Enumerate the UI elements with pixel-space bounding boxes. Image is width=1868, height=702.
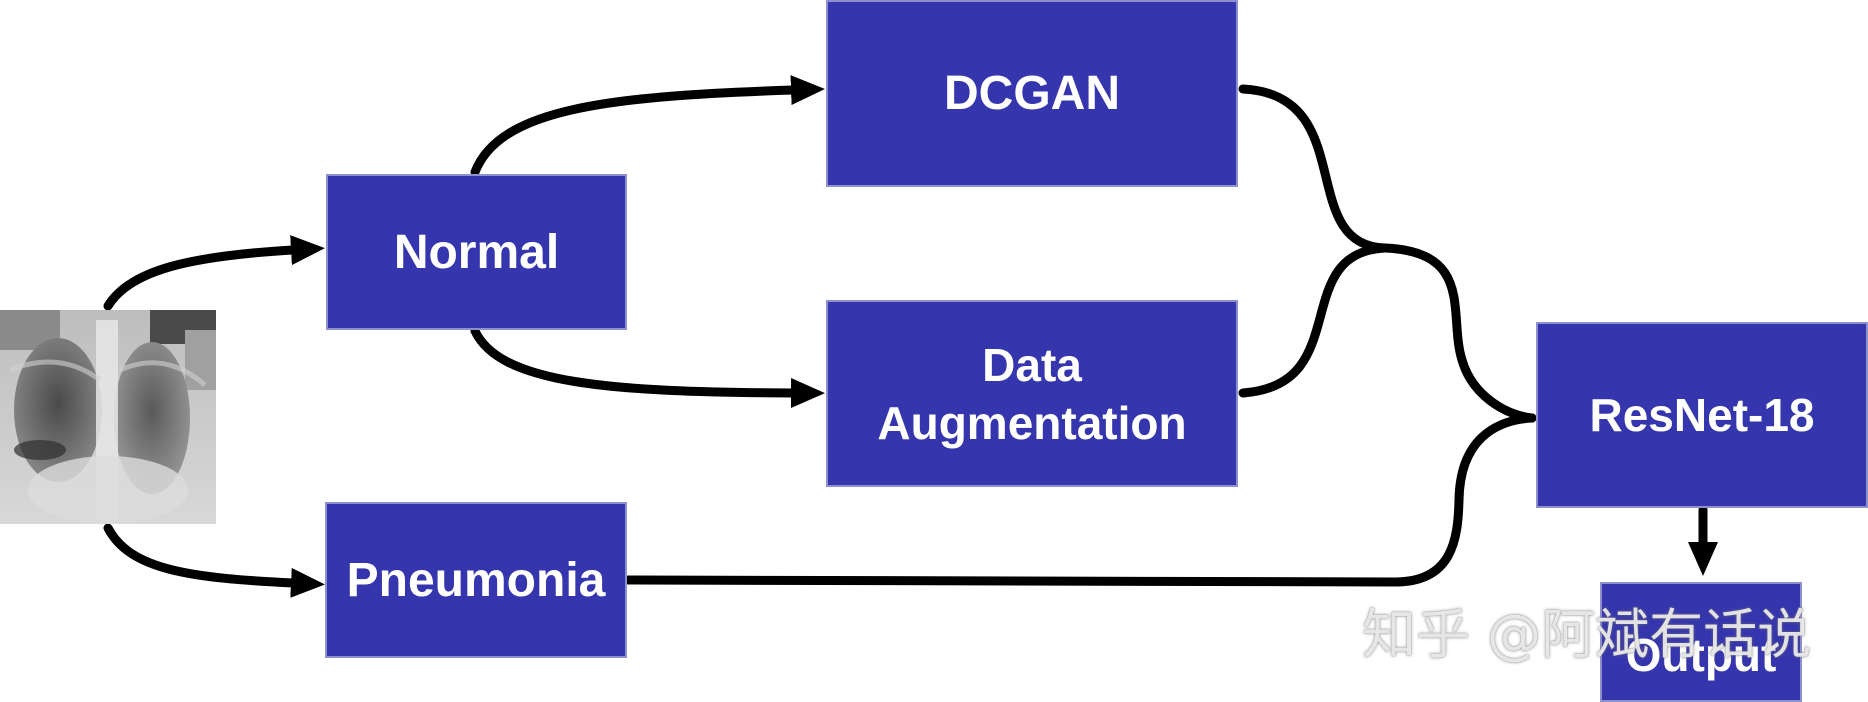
normal-label: Normal xyxy=(393,225,560,279)
data-augmentation-node: Data Augmentation xyxy=(826,300,1238,487)
chest-xray-icon xyxy=(0,310,216,524)
arrow-normal-to-dcgan xyxy=(470,75,825,177)
resnet-18-node: ResNet-18 xyxy=(1536,322,1868,508)
pneumonia-node: Pneumonia xyxy=(325,502,627,658)
output-node: Output xyxy=(1600,582,1802,702)
connector-pneumonia-to-resnet xyxy=(623,413,1537,587)
data-augmentation-label-line1: Data xyxy=(982,338,1082,391)
arrow-xray-to-pneumonia xyxy=(103,523,325,598)
connector-augmentation-to-merge xyxy=(1238,243,1390,398)
watermark-text: 知乎 @阿斌有话说 xyxy=(1362,603,1812,666)
arrow-xray-to-normal xyxy=(103,235,325,311)
output-label: Output xyxy=(1625,629,1777,681)
connector-merge-to-resnet xyxy=(1380,243,1537,423)
data-augmentation-label-line2: Augmentation xyxy=(877,396,1187,449)
connector-dcgan-to-merge xyxy=(1238,84,1390,253)
chest-xray-image xyxy=(0,310,216,524)
normal-node: Normal xyxy=(326,174,627,330)
resnet-18-label: ResNet-18 xyxy=(1589,389,1815,441)
arrow-normal-to-augmentation xyxy=(470,326,825,408)
dcgan-label: DCGAN xyxy=(944,67,1120,120)
pneumonia-label: Pneumonia xyxy=(346,553,606,607)
dcgan-node: DCGAN xyxy=(826,0,1238,187)
